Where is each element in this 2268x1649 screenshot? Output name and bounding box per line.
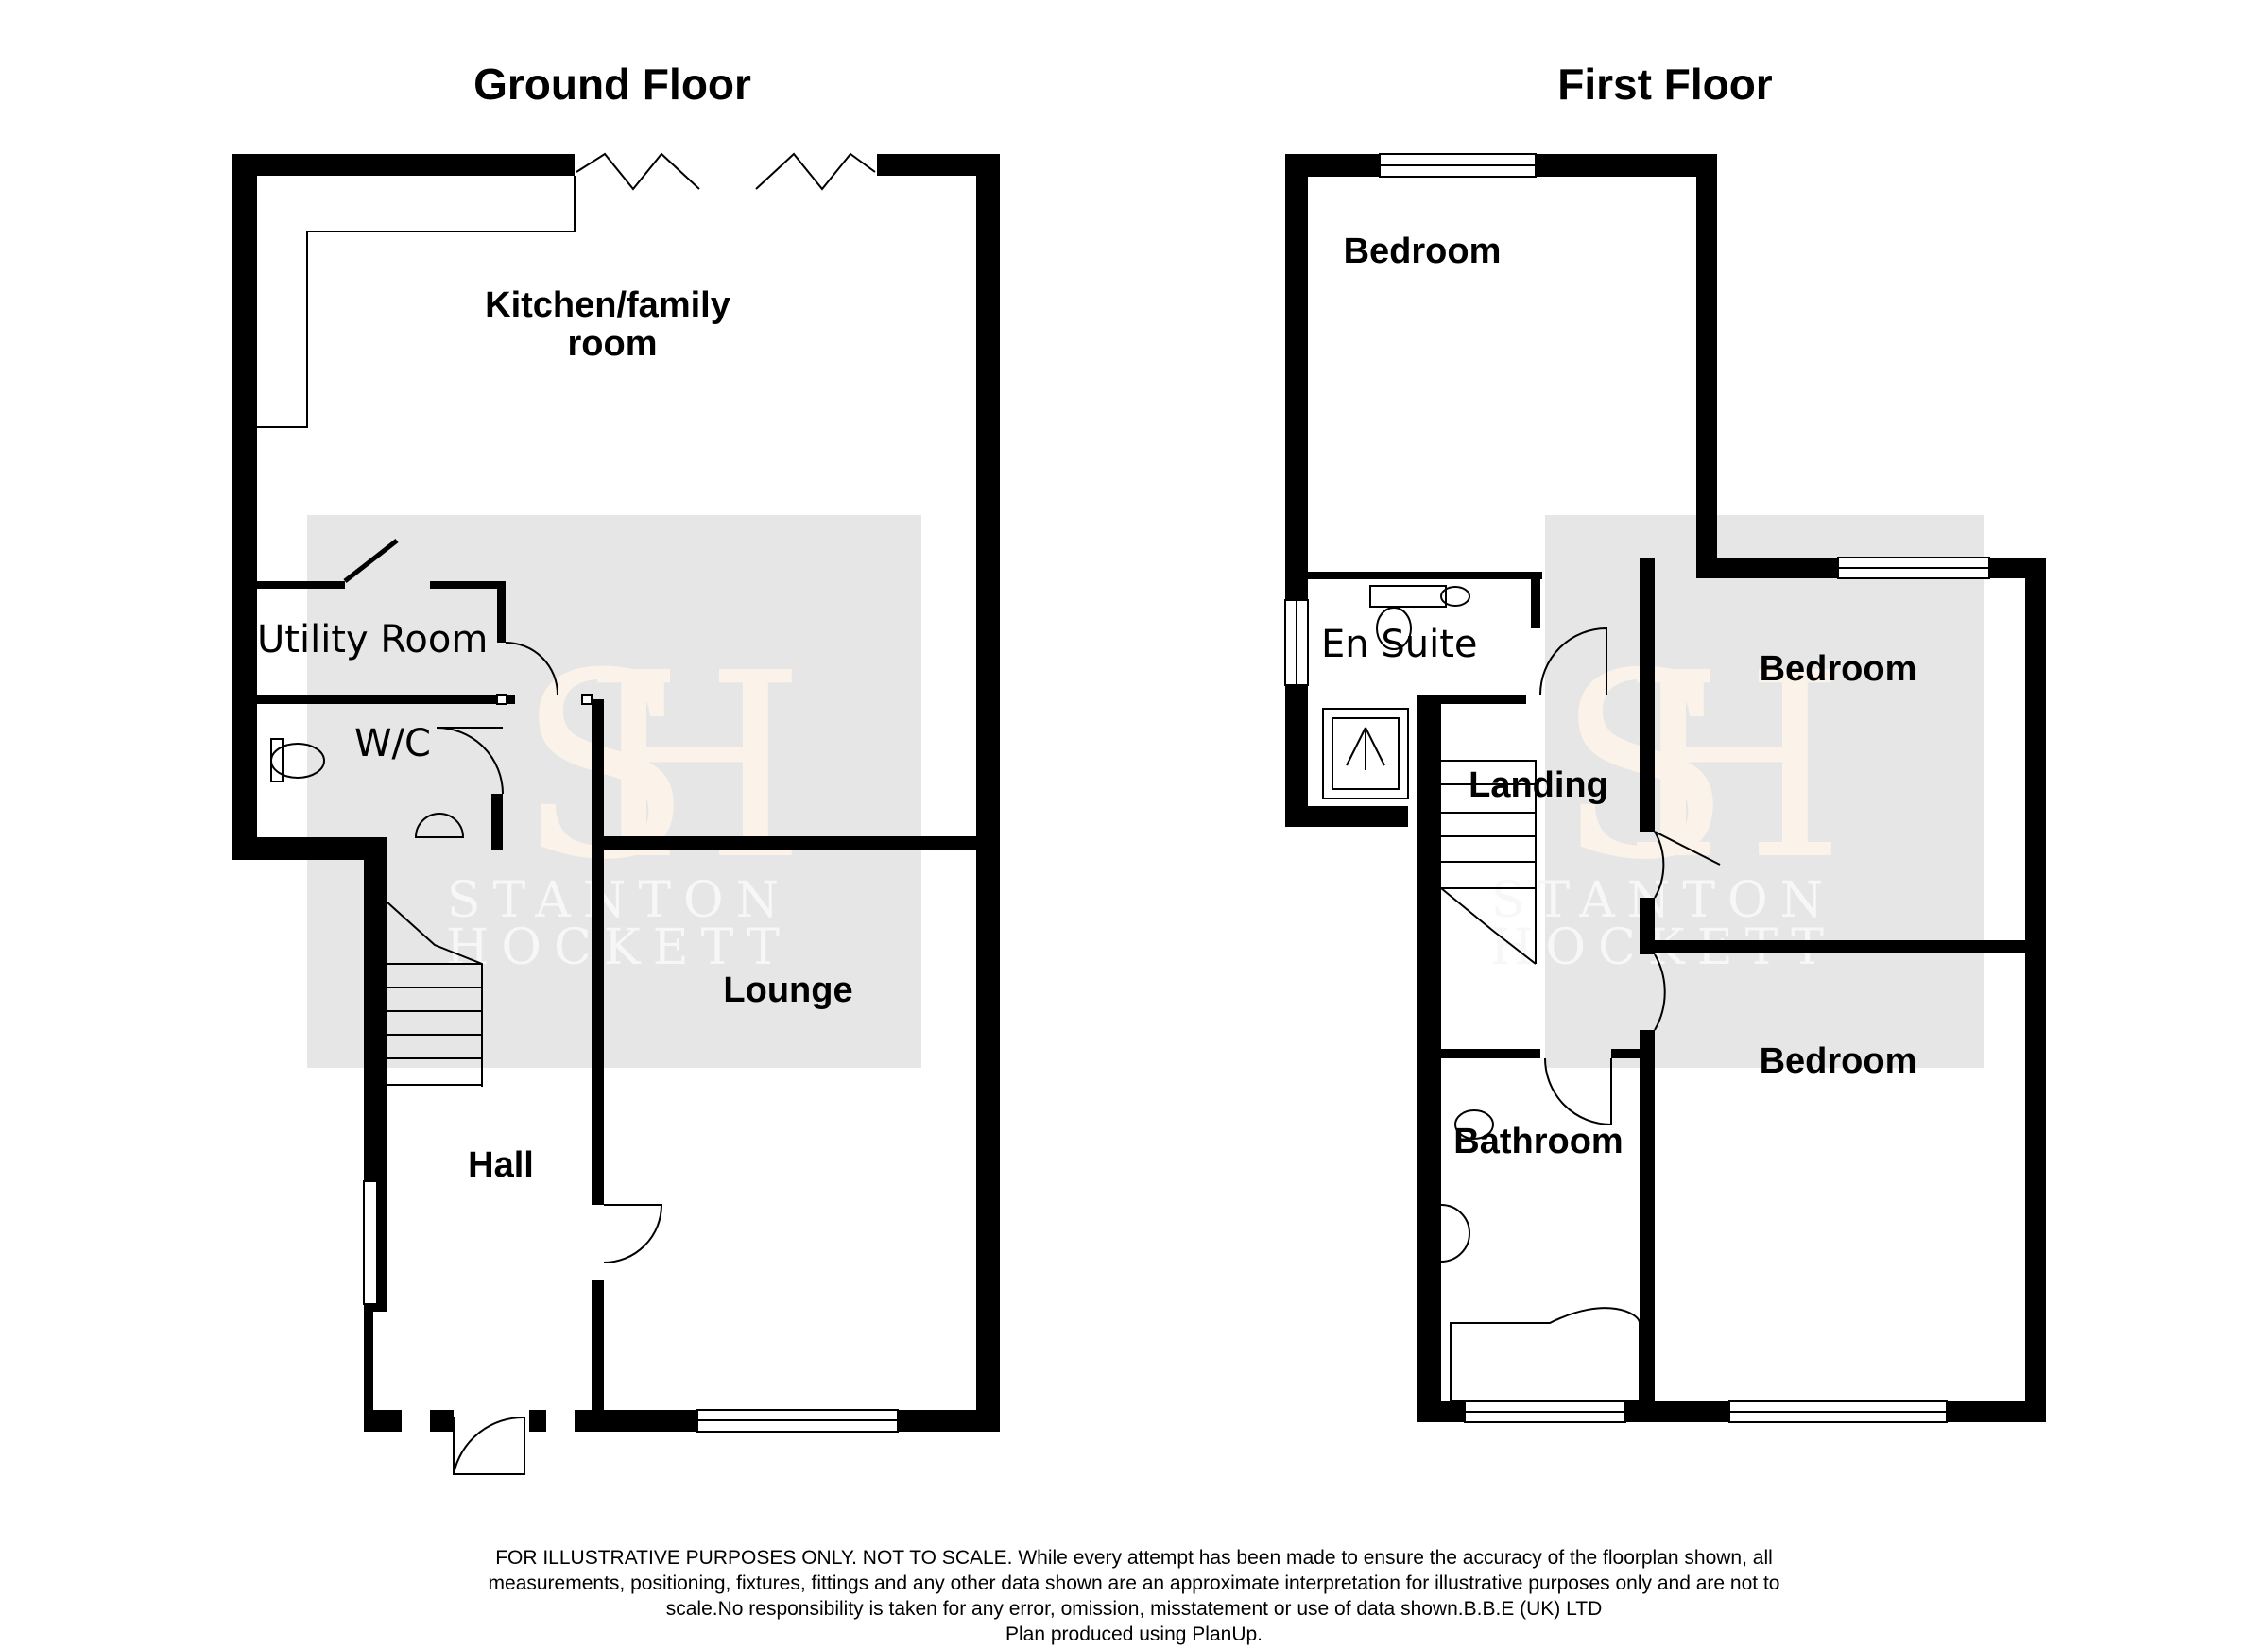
disclaimer-line: FOR ILLUSTRATIVE PURPOSES ONLY. NOT TO S… [495,1547,1773,1569]
room-label-kitchen-line2: room [568,324,658,364]
first-floor-title: First Floor [1557,60,1773,109]
disclaimer-line: scale.No responsibility is taken for any… [665,1598,1603,1620]
room-label-utility: Utility Room [257,618,488,661]
stairs-outline [387,902,483,1087]
room-label-bedroom-2: Bedroom [1760,649,1917,689]
bifold-door-left [576,152,700,191]
room-label-en-suite: En Suite [1321,623,1478,666]
watermark-ground: S H STANTON HOCKETT [446,618,806,976]
bedroom3-door-arc [1654,953,1666,1031]
room-label-wc: W/C [354,722,431,765]
room-label-lounge: Lounge [723,971,852,1010]
room-label-hall: Hall [468,1145,534,1185]
watermark-initial-s: S [518,618,693,916]
wc-basin [414,813,465,838]
watermark-panel-ground [307,515,921,1068]
utility-door [343,539,399,583]
lounge-door-arc [603,1204,663,1263]
first-floor-fixtures [1284,153,1990,1423]
hall-door-arc [505,642,558,696]
bathroom-door-arc [1544,1057,1612,1126]
watermark-name-line1: STANTON [1491,872,1835,929]
bathroom-bath [1450,1307,1641,1402]
hall-window [363,1180,378,1305]
room-label-bathroom: Bathroom [1453,1122,1623,1161]
disclaimer: FOR ILLUSTRATIVE PURPOSES ONLY. NOT TO S… [397,1545,1871,1647]
watermark-name-line1: STANTON [447,872,791,929]
ground-floor-fixtures [257,152,899,1475]
watermark-panel-first [1545,515,1984,1068]
bathroom-basin [1440,1204,1470,1263]
watermark-first: S H STANTON HOCKETT [1490,618,1846,976]
ensuite-toilet [1376,607,1412,650]
ground-floor-walls [232,154,1000,1432]
kitchen-worktop [257,176,576,428]
disclaimer-line: Plan produced using PlanUp. [1005,1623,1263,1645]
room-label-kitchen-line1: Kitchen/family [485,285,730,325]
first-floor-walls [1285,154,2046,1422]
watermark-initial-h: H [583,618,805,916]
bedroom2-door-arc [1654,831,1665,899]
ground-floor-title: Ground Floor [473,60,751,109]
watermark-initial-h: H [1623,618,1845,916]
stairs-outline [1441,760,1537,964]
ensuite-basin [1369,585,1447,608]
ensuite-shower [1322,708,1409,799]
room-label-bedroom-1: Bedroom [1344,232,1502,271]
bathroom-toilet [1454,1109,1494,1140]
bifold-door-right [755,152,876,191]
watermark-name-line2: HOCKETT [446,919,792,976]
ensuite-door-arc [1539,627,1607,696]
wc-cistern [270,738,284,782]
wc-door-arc [436,727,504,795]
front-door-arc [453,1416,525,1475]
disclaimer-line: measurements, positioning, fixtures, fit… [488,1572,1780,1594]
room-label-bedroom-3: Bedroom [1760,1041,1917,1081]
watermark-panels [307,515,1984,1068]
room-label-landing: Landing [1469,765,1608,805]
